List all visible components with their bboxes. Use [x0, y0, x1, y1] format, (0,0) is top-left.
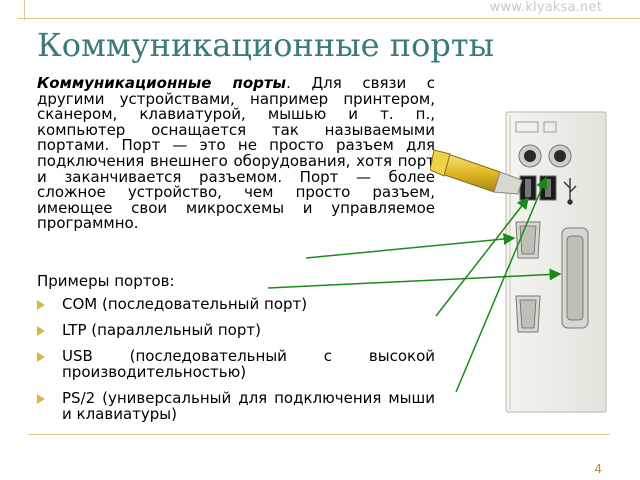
list-item-com: COM (последовательный порт) — [37, 296, 435, 312]
lpt-port-icon — [561, 227, 589, 329]
page-number: 4 — [594, 462, 602, 476]
computer-back-panel — [430, 111, 607, 413]
decor-top-line — [18, 18, 640, 19]
usb-symbol-icon — [563, 178, 577, 205]
decor-left-line — [24, 0, 25, 20]
decor-bottom-line — [28, 434, 610, 435]
intro-text: . Для связи с другими устройствами, напр… — [37, 74, 435, 233]
intro-lead: Коммуникационные порты — [37, 74, 287, 92]
watermark: www.klyaksa.net — [489, 0, 602, 15]
examples-heading: Примеры портов: — [37, 272, 175, 290]
list-item-ps2: PS/2 (универсальный для подключения мыши… — [37, 390, 435, 422]
examples-list: COM (последовательный порт) LTP (паралле… — [37, 296, 435, 422]
slide-title: Коммуникационные порты — [37, 26, 495, 64]
list-item-usb: USB (последовательный с высокой производ… — [37, 348, 435, 380]
ps2-port-icon — [518, 144, 572, 168]
list-item-ltp: LTP (параллельный порт) — [37, 322, 435, 338]
intro-paragraph: Коммуникационные порты. Для связи с друг… — [37, 74, 435, 233]
